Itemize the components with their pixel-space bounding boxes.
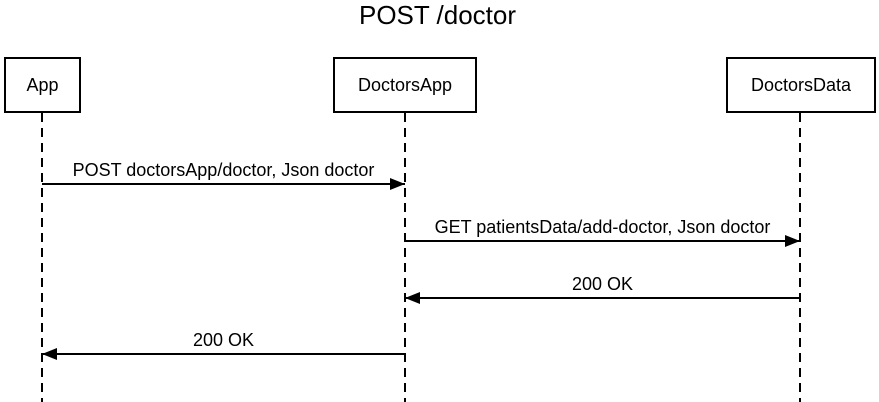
message-200-ok-to-app: 200 OK	[42, 330, 405, 360]
arrowhead-right-icon	[785, 235, 800, 247]
participant-box-doctorsdata: DoctorsData	[726, 57, 876, 113]
message-get-add-doctor: GET patientsData/add-doctor, Json doctor	[405, 217, 800, 247]
lifeline-doctorsapp	[404, 113, 406, 402]
message-200-ok-to-doctorsapp-line	[405, 292, 800, 304]
message-post-doctor-label: POST doctorsApp/doctor, Json doctor	[72, 160, 375, 180]
participant-label-app: App	[26, 74, 59, 95]
participant-box-doctorsapp: DoctorsApp	[333, 57, 477, 113]
lifeline-app	[41, 113, 43, 402]
arrowhead-right-icon	[390, 178, 405, 190]
message-get-add-doctor-label: GET patientsData/add-doctor, Json doctor	[434, 217, 771, 237]
diagram-title: POST /doctor	[358, 0, 517, 30]
message-post-doctor-line	[42, 178, 405, 190]
participant-box-app: App	[4, 57, 81, 113]
message-200-ok-to-doctorsapp-label: 200 OK	[571, 274, 634, 294]
participant-label-doctorsdata: DoctorsData	[750, 74, 852, 95]
arrowhead-left-icon	[42, 348, 57, 360]
message-get-add-doctor-line	[405, 235, 800, 247]
message-200-ok-to-app-line	[42, 348, 405, 360]
message-post-doctor: POST doctorsApp/doctor, Json doctor	[42, 160, 405, 190]
participant-label-doctorsapp: DoctorsApp	[357, 74, 453, 95]
message-200-ok-to-app-label: 200 OK	[192, 330, 255, 350]
message-200-ok-to-doctorsapp: 200 OK	[405, 274, 800, 304]
lifeline-doctorsdata	[799, 113, 801, 402]
arrowhead-left-icon	[405, 292, 420, 304]
